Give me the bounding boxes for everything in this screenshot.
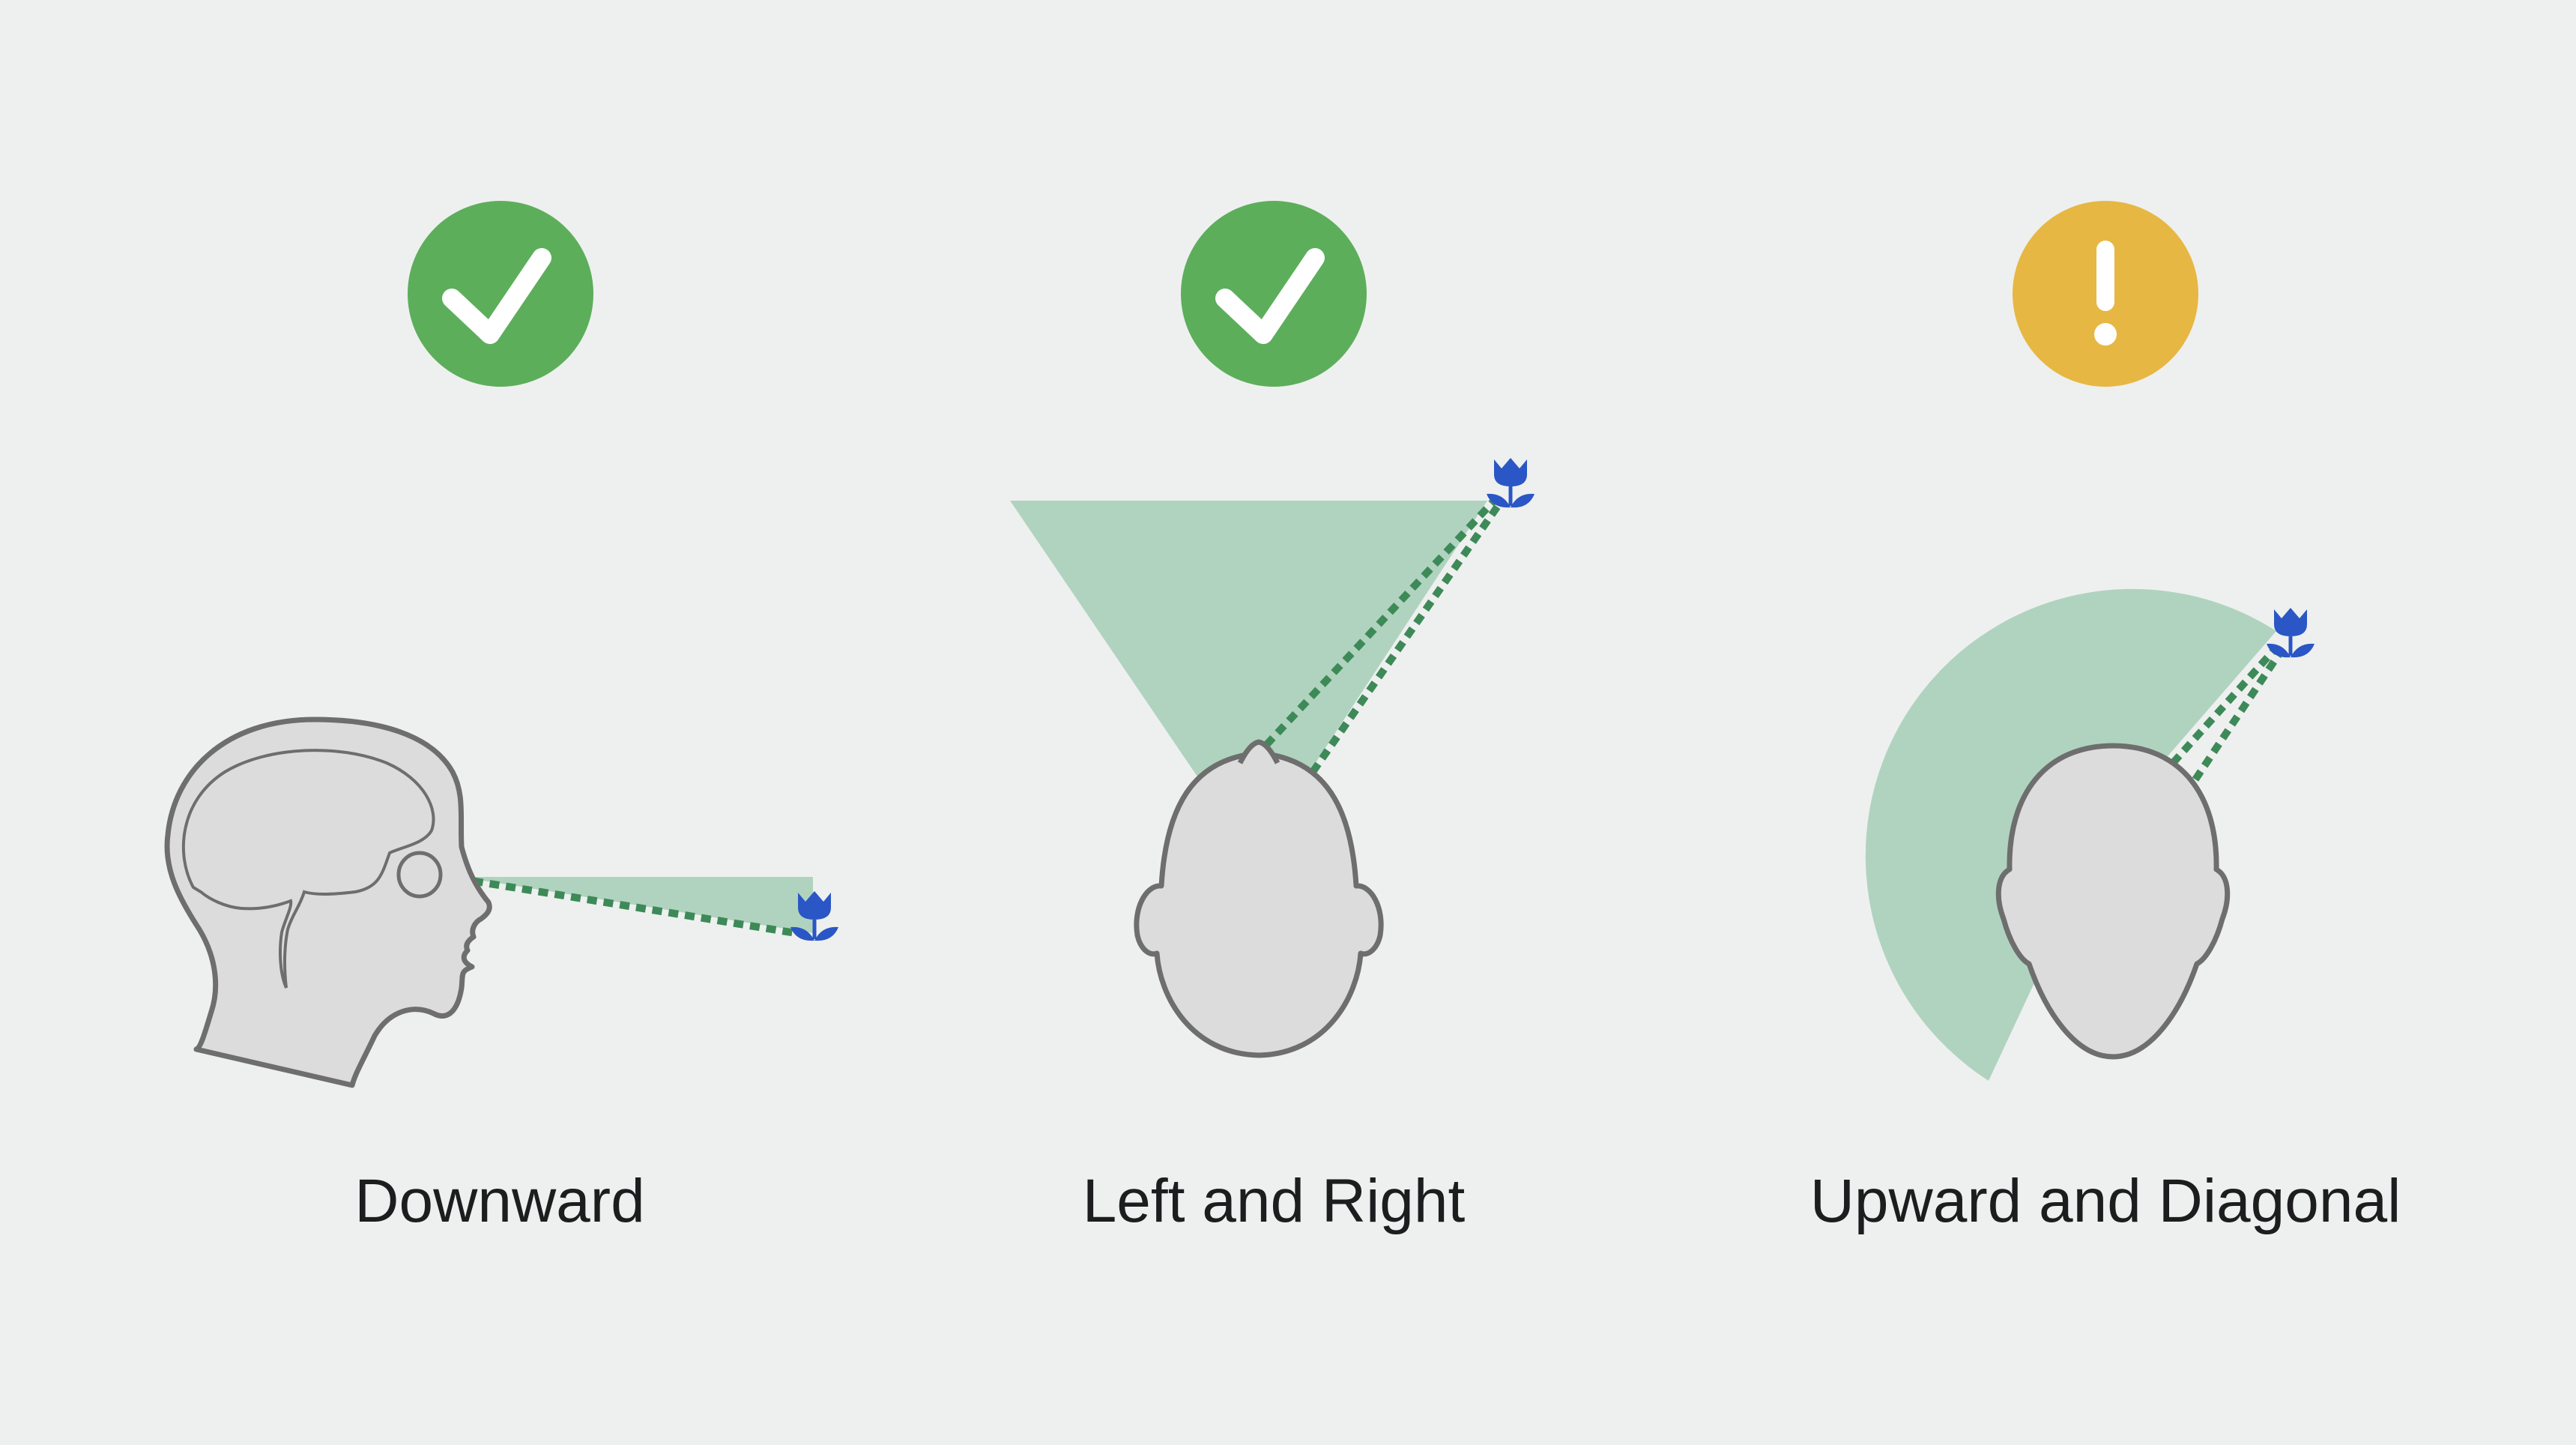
status-badge-ok <box>1181 201 1367 387</box>
panel-label: Upward and Diagonal <box>1810 1167 2401 1235</box>
status-badge-warning <box>2013 201 2198 387</box>
panel-left-and-right: Left and Right <box>1010 201 1535 1235</box>
gaze-line <box>2170 645 2279 766</box>
gaze-line <box>1252 498 1497 760</box>
panel-upward-and-diagonal: Upward and Diagonal <box>1810 201 2401 1235</box>
panel-label: Downward <box>354 1167 644 1235</box>
checkmark-icon <box>1215 248 1325 344</box>
checkmark-icon <box>442 248 551 344</box>
face-front-view <box>1995 743 2231 1060</box>
flower-target-icon <box>1487 458 1535 507</box>
gaze-line <box>2192 647 2286 782</box>
gaze-line <box>1309 498 1505 774</box>
head-profile <box>164 717 492 1088</box>
gaze-line <box>456 875 796 937</box>
head-top-view <box>1134 739 1384 1058</box>
status-badge-ok <box>408 201 593 387</box>
panel-label: Left and Right <box>1083 1167 1466 1235</box>
view-cone <box>1010 501 1487 781</box>
exclamation-icon <box>2094 241 2117 346</box>
panel-downward: Downward <box>164 201 838 1235</box>
